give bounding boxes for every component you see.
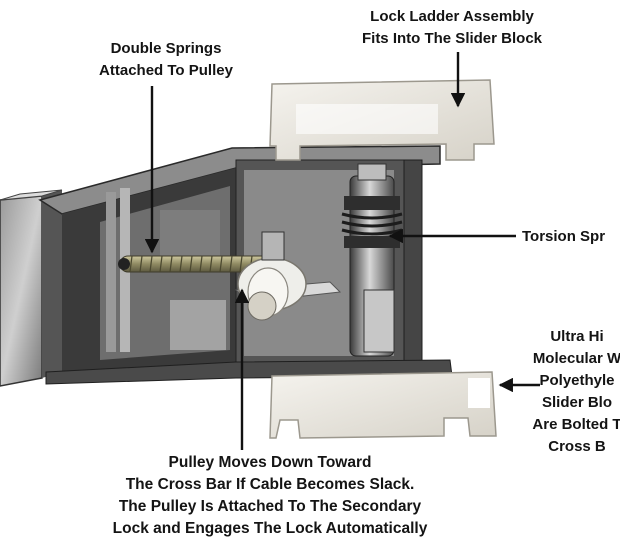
double-springs-line: Double Springs: [110, 40, 222, 57]
lock-ladder-callout: Lock Ladder Assembly Fits Into The Slide…: [322, 6, 582, 50]
lock-ladder-line: Lock Ladder Assembly: [370, 8, 534, 25]
torsion-spring-assembly: [341, 163, 403, 357]
lower-slider-block: [269, 371, 497, 439]
lift-arm: [0, 189, 63, 387]
pulley: [234, 231, 342, 321]
callout-arrows: [144, 52, 540, 450]
pulley-line: The Pulley Is Attached To The Secondary: [118, 498, 422, 515]
pulley-line: Pulley Moves Down Toward: [168, 454, 372, 471]
upper-slider-block: [269, 79, 495, 161]
pulley-line: The Cross Bar If Cable Becomes Slack.: [125, 476, 415, 493]
slider-block-callout: Ultra Hi Molecular W Polyethyle Slider B…: [512, 326, 620, 458]
slider-block-line: Polyethyle: [539, 372, 615, 389]
slider-block-line: Cross B: [548, 438, 606, 455]
torsion-spring-line: Torsion Spr: [522, 228, 606, 245]
pulley-callout: Pulley Moves Down Toward The Cross Bar I…: [80, 452, 460, 540]
slider-block-line: Slider Blo: [541, 394, 612, 411]
lock-ladder-line: Fits Into The Slider Block: [361, 30, 543, 47]
double-springs-callout: Double Springs Attached To Pulley: [56, 38, 276, 82]
slider-block-line: Ultra Hi: [550, 328, 604, 345]
slider-block-line: Molecular W: [532, 350, 620, 367]
double-springs: [118, 255, 271, 273]
torsion-spring-callout: Torsion Spr: [522, 226, 605, 248]
slider-block-line: Are Bolted T: [532, 416, 620, 433]
double-springs-line: Attached To Pulley: [99, 62, 233, 79]
pulley-line: Lock and Engages The Lock Automatically: [112, 520, 428, 537]
